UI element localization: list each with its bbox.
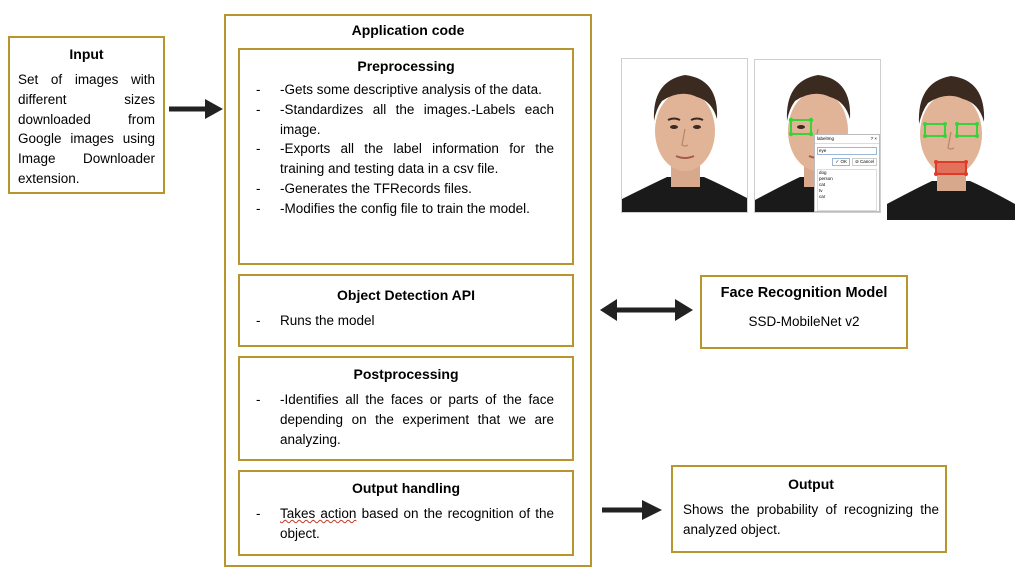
input-to-app-arrow	[169, 99, 223, 119]
list-item: --Gets some descriptive analysis of the …	[256, 82, 542, 97]
output-handling-list: -Takes action based on the recognition o…	[240, 504, 554, 544]
application-code-title: Application code	[351, 22, 465, 38]
input-box: Input Set of images with different sizes…	[8, 36, 165, 194]
object-detection-title: Object Detection API	[337, 287, 475, 303]
list-item[interactable]: car	[819, 194, 826, 199]
face-recognition-model-box: Face Recognition Model SSD-MobileNet v2	[700, 275, 908, 349]
list-item: --Exports all the label information for …	[256, 141, 554, 177]
postprocessing-title: Postprocessing	[353, 366, 459, 382]
dialog-cancel-button[interactable]: ⊘ Cancel	[851, 158, 877, 166]
input-title: Input	[69, 46, 104, 62]
object-detection-list: -Runs the model	[240, 311, 554, 331]
face-photo-plain	[621, 58, 748, 213]
output-handling-box: Output handling -Takes action based on t…	[238, 470, 574, 556]
list-item[interactable]: cat	[819, 182, 826, 187]
dialog-close-icon[interactable]: ? ×	[870, 136, 877, 141]
model-double-arrow	[600, 299, 693, 321]
postprocessing-box: Postprocessing --Identifies all the face…	[238, 356, 574, 461]
face-model-name: SSD-MobileNet v2	[748, 314, 860, 329]
list-item[interactable]: dog	[819, 170, 827, 175]
output-text: Shows the probability of recognizing the…	[683, 502, 939, 537]
list-item: -Runs the model	[256, 313, 375, 328]
object-detection-box: Object Detection API -Runs the model	[238, 274, 574, 347]
list-item: -Takes action based on the recognition o…	[256, 506, 555, 541]
dialog-title: labelImg	[817, 136, 835, 141]
face-photo-labeling: labelImg ? × eye ✓ OK ⊘ Cancel dog perso…	[754, 59, 881, 213]
input-text: Set of images with different sizes downl…	[18, 72, 155, 186]
postprocessing-list: --Identifies all the faces or parts of t…	[240, 390, 554, 449]
preprocessing-list: --Gets some descriptive analysis of the …	[240, 80, 554, 219]
face-photo-annotated	[887, 60, 1015, 220]
dialog-ok-button[interactable]: ✓ OK	[832, 158, 850, 166]
dialog-options-list: dog person cat tv car	[817, 169, 877, 211]
output-box: Output Shows the probability of recogniz…	[671, 465, 947, 553]
spellcheck-underlined-text: Takes action	[280, 506, 357, 521]
face-model-title: Face Recognition Model	[720, 285, 888, 301]
list-item: --Modifies the config file to train the …	[256, 200, 530, 216]
output-title: Output	[788, 476, 834, 492]
list-item: --Standardizes all the images.-Labels ea…	[256, 101, 554, 137]
list-item: --Generates the TFRecords files.	[256, 180, 472, 196]
preprocessing-title: Preprocessing	[357, 58, 455, 74]
list-item: --Identifies all the faces or parts of t…	[256, 392, 554, 447]
labelimg-dialog: labelImg ? × eye ✓ OK ⊘ Cancel dog perso…	[814, 134, 880, 212]
output-handling-title: Output handling	[351, 480, 461, 496]
preprocessing-box: Preprocessing --Gets some descriptive an…	[238, 48, 574, 265]
list-item[interactable]: person	[819, 176, 833, 181]
list-item[interactable]: tv	[819, 188, 823, 193]
dialog-label-input[interactable]: eye	[817, 147, 877, 155]
output-arrow	[602, 500, 662, 520]
